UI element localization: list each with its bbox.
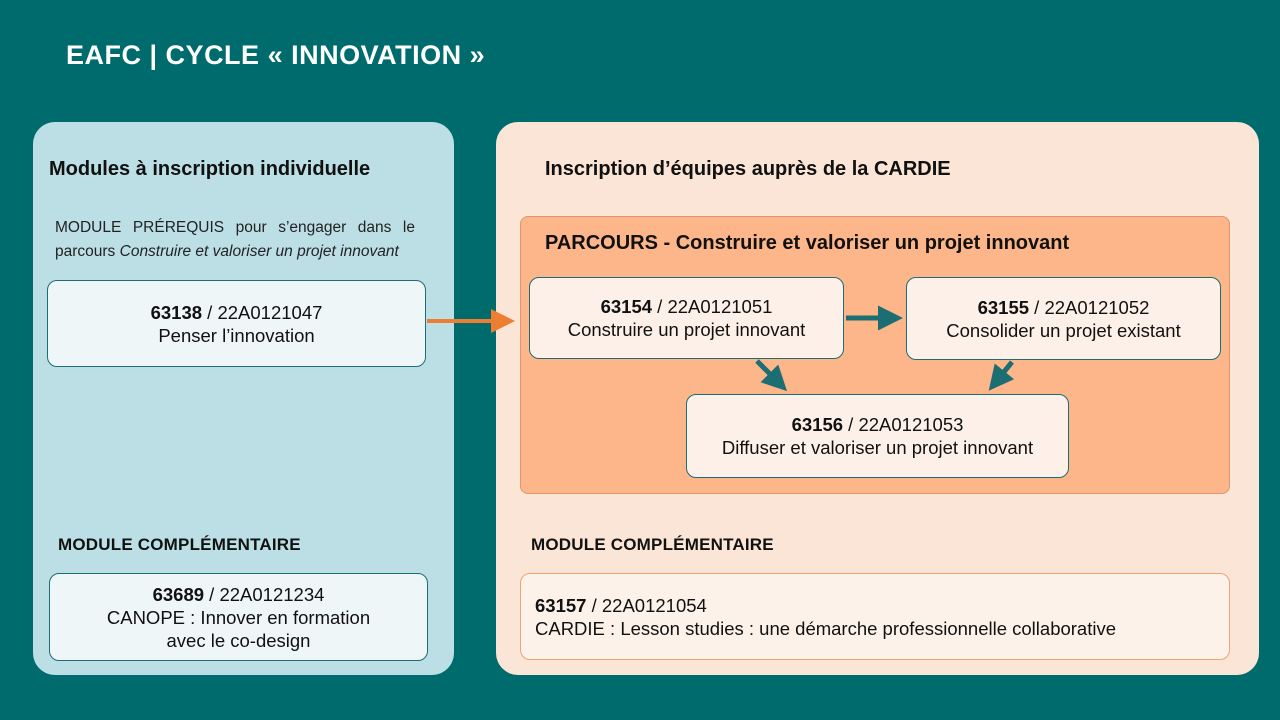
left-complementary-heading: MODULE COMPLÉMENTAIRE (58, 535, 301, 554)
module-63156-box[interactable]: 63156 / 22A0121053 Diffuser et valoriser… (686, 394, 1069, 478)
module-code: 63157 (535, 595, 587, 616)
module-code: 63154 (600, 296, 653, 317)
arrow-63155-to-63156 (988, 360, 1015, 391)
module-63138-box[interactable]: 63138 / 22A0121047 Penser l’innovation (47, 280, 426, 367)
prereq-italic-text: Construire et valoriser un projet innova… (119, 243, 399, 260)
module-label-line2: avec le co-design (166, 629, 311, 651)
page-title: EAFC | CYCLE « INNOVATION » (66, 40, 486, 70)
team-registration-heading: Inscription d’équipes auprès de la CARDI… (545, 158, 951, 180)
module-label: CARDIE : Lesson studies : une démarche p… (535, 618, 1117, 639)
module-ref: / 22A0121052 (1029, 296, 1150, 318)
module-label-line1: CANOPE : Innover en formation (106, 606, 371, 628)
module-code: 63138 (150, 301, 203, 323)
individual-modules-heading: Modules à inscription individuelle (49, 158, 371, 180)
right-complementary-heading: MODULE COMPLÉMENTAIRE (531, 535, 774, 554)
module-ref: / 22A0121051 (652, 296, 773, 317)
module-ref: / 22A0121234 (204, 583, 325, 605)
module-label: Consolider un projet existant (946, 319, 1181, 341)
module-label: Penser l’innovation (158, 324, 315, 346)
module-63157-box[interactable]: 63157 / 22A0121054 CARDIE : Lesson studi… (520, 573, 1230, 660)
module-code: 63156 (791, 414, 844, 435)
module-63689-box[interactable]: 63689 / 22A0121234 CANOPE : Innover en f… (49, 573, 428, 661)
parcours-title: PARCOURS - Construire et valoriser un pr… (545, 232, 1070, 254)
module-ref: / 22A0121047 (202, 301, 323, 323)
module-ref: / 22A0121054 (586, 595, 707, 616)
prereq-text: MODULE PRÉREQUIS pour s’engager dans le … (55, 219, 415, 260)
module-63155-box[interactable]: 63155 / 22A0121052 Consolider un projet … (906, 277, 1221, 360)
module-label: Construire un projet innovant (567, 319, 806, 340)
module-code: 63155 (977, 296, 1030, 318)
module-label: Diffuser et valoriser un projet innovant (721, 437, 1034, 458)
arrow-63154-to-63156 (755, 359, 788, 392)
module-ref: / 22A0121053 (843, 414, 964, 435)
prereq-description: MODULE PRÉREQUIS pour s’engager dans le … (55, 216, 415, 264)
module-code: 63689 (152, 583, 205, 605)
module-63154-box[interactable]: 63154 / 22A0121051 Construire un projet … (529, 277, 844, 359)
